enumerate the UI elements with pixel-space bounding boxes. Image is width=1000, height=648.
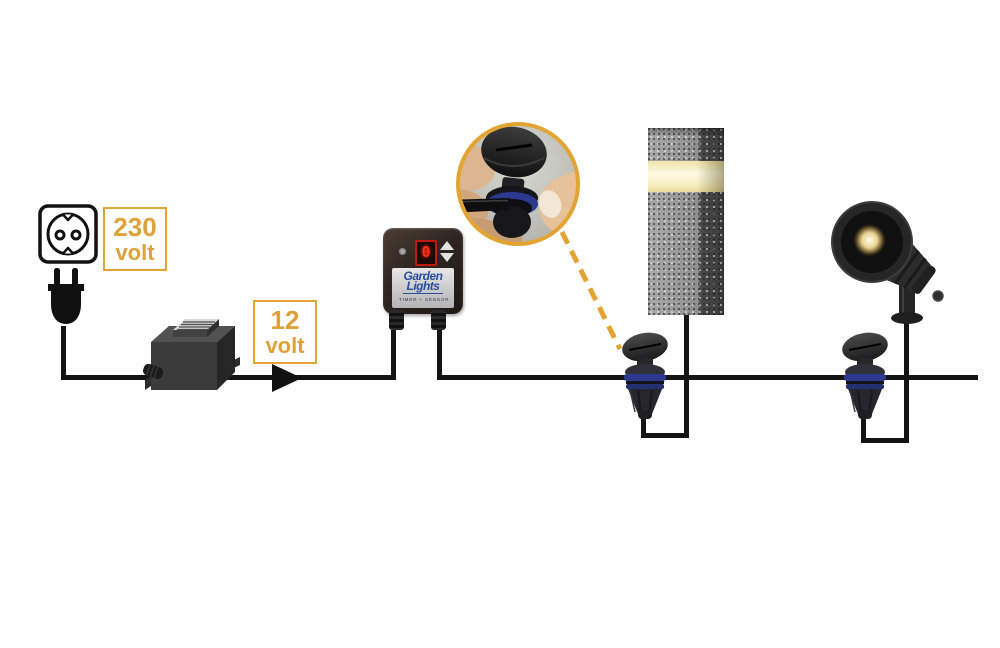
brand-sub-label: TIMER + SENSOR: [398, 297, 450, 303]
connector-in-photo: [458, 126, 547, 238]
light-sensor-led: [399, 248, 406, 255]
wire-branch2-bottom: [861, 438, 909, 443]
brand-logo: Garden Lights: [403, 269, 443, 294]
wire-bollard-cable: [684, 310, 689, 438]
power-outlet-icon: [38, 204, 98, 264]
power-plug-icon: [48, 268, 84, 324]
cable-connector-2: [842, 332, 888, 419]
cable-gland-right: [431, 310, 446, 330]
low-voltage-value: 12: [270, 305, 300, 335]
low-voltage-label: 12 volt: [253, 300, 317, 365]
mains-voltage-label: 230 volt: [103, 207, 167, 272]
light-controller: 0 Garden Lights TIMER + SENSOR: [383, 228, 463, 330]
wire-connector2-drop: [861, 398, 866, 443]
transformer-box: [143, 319, 240, 390]
arrow-up-icon: [440, 241, 454, 250]
bollard-glow-band: [648, 161, 724, 192]
current-direction-arrow: [272, 364, 302, 392]
connector-closeup-photo: [456, 122, 580, 246]
cable-connector-1: [622, 332, 668, 419]
mains-voltage-value: 230: [113, 212, 157, 242]
wire-plug-drop: [61, 326, 66, 378]
seven-segment-display: 0: [415, 240, 437, 266]
granite-bollard-light: [648, 128, 724, 315]
mains-voltage-unit: volt: [115, 240, 155, 266]
wire-controller-in: [391, 330, 396, 378]
cable-gland-left: [389, 310, 404, 330]
updown-buttons: [440, 241, 454, 263]
low-voltage-unit: volt: [265, 333, 305, 359]
wire-spotlight-cable: [904, 318, 909, 443]
garden-spotlight: [831, 201, 944, 324]
wire-main-right: [437, 375, 978, 380]
brand-plate: Garden Lights TIMER + SENSOR: [392, 268, 454, 308]
arrow-down-icon: [440, 253, 454, 262]
dashed-callout-line: [559, 230, 623, 351]
wire-controller-out: [437, 330, 442, 378]
brand-bottom: Lights: [406, 279, 440, 293]
wire-branch1-bottom: [641, 433, 689, 438]
brand-top: Garden: [403, 269, 443, 283]
